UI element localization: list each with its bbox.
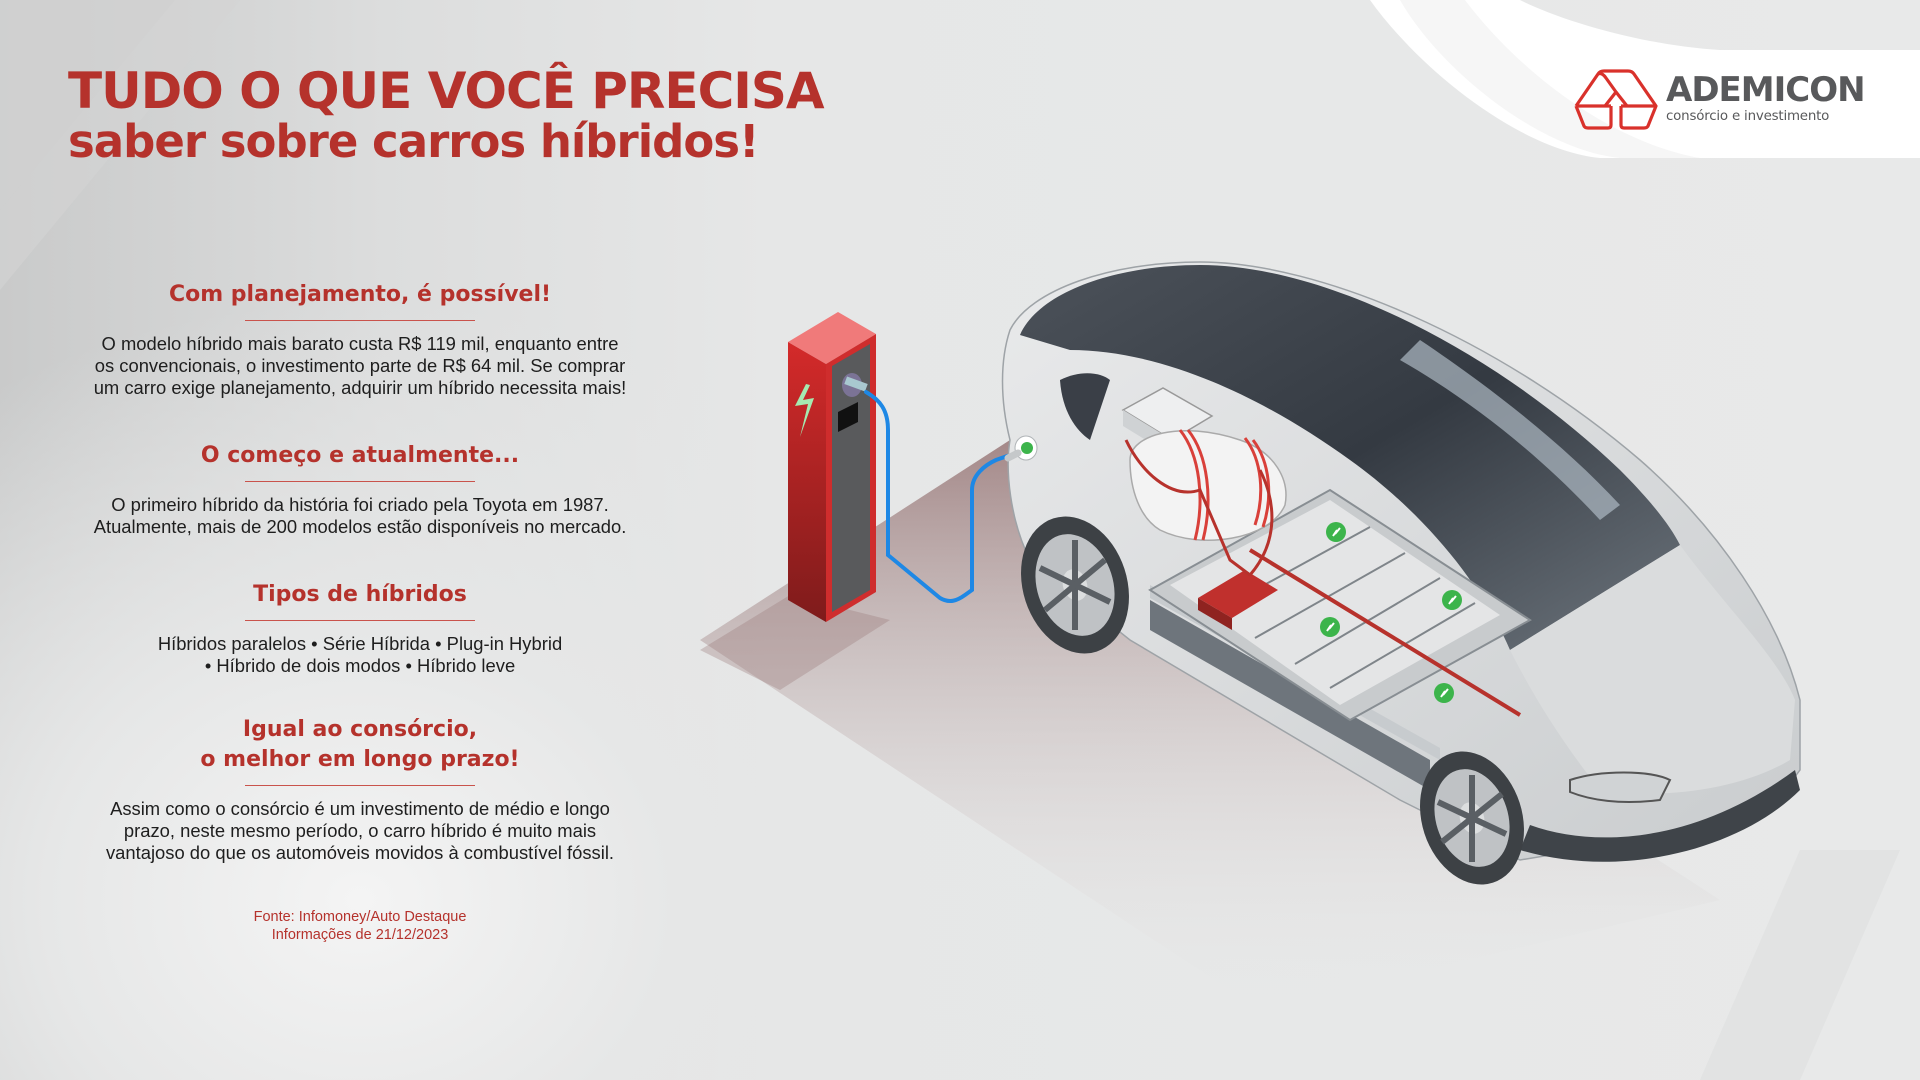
- lightning-badge-icon: [1320, 522, 1462, 703]
- engine: [1121, 387, 1287, 577]
- source-note: Fonte: Infomoney/Auto Destaque Informaçõ…: [40, 908, 680, 944]
- section-divider: [245, 320, 475, 321]
- charging-cable: [864, 390, 1012, 604]
- section-body: Híbridos paralelos • Série Híbrida • Plu…: [40, 633, 680, 677]
- page-title: TUDO O QUE VOCÊ PRECISA saber sobre carr…: [68, 62, 825, 168]
- brand-tagline: consórcio e investimento: [1666, 108, 1830, 124]
- rear-wheel: [1021, 516, 1129, 654]
- info-column: Com planejamento, é possível! O modelo h…: [40, 280, 680, 944]
- section-divider: [245, 620, 475, 621]
- section-divider: [245, 785, 475, 786]
- body-line: Híbridos paralelos • Série Híbrida • Plu…: [157, 633, 563, 654]
- section-planning: Com planejamento, é possível! O modelo h…: [40, 280, 680, 399]
- body-line: os convencionais, o investimento parte d…: [94, 355, 626, 376]
- house-arrow-icon: [1574, 69, 1658, 130]
- car: [1001, 261, 1801, 885]
- charging-station: [788, 312, 876, 622]
- title-line-2: saber sobre carros híbridos!: [68, 115, 760, 168]
- title-line: Igual ao consórcio,: [242, 717, 478, 742]
- battery-pack: [1148, 488, 1532, 722]
- plug-icon: [1004, 435, 1038, 462]
- section-divider: [245, 481, 475, 482]
- body-line: O primeiro híbrido da história foi criad…: [111, 494, 609, 515]
- body-line: vantajoso do que os automóveis movidos à…: [105, 842, 615, 863]
- section-history: O começo e atualmente... O primeiro híbr…: [40, 441, 680, 538]
- section-body: Assim como o consórcio é um investimento…: [40, 798, 680, 864]
- brand-logo: ADEMICON consórcio e investimento: [1572, 68, 1866, 130]
- body-line: Assim como o consórcio é um investimento…: [110, 798, 610, 819]
- section-title: Com planejamento, é possível!: [168, 282, 552, 307]
- section-hybrid-types: Tipos de híbridos Híbridos paralelos • S…: [40, 580, 680, 677]
- section-body: O primeiro híbrido da história foi criad…: [40, 494, 680, 538]
- body-line: • Híbrido de dois modos • Híbrido leve: [204, 655, 516, 676]
- section-title: O começo e atualmente...: [200, 443, 520, 468]
- body-line: Atualmente, mais de 200 modelos estão di…: [93, 516, 627, 537]
- section-title: Tipos de híbridos: [253, 582, 467, 607]
- front-wheel: [1420, 751, 1524, 885]
- body-line: prazo, neste mesmo período, o carro híbr…: [123, 820, 597, 841]
- source-line: Fonte: Infomoney/Auto Destaque: [253, 909, 467, 925]
- body-line: um carro exige planejamento, adquirir um…: [93, 377, 627, 398]
- body-line: O modelo híbrido mais barato custa R$ 11…: [101, 333, 619, 354]
- lightning-bolt-icon: [795, 384, 814, 437]
- title-line: o melhor em longo prazo!: [200, 747, 520, 772]
- date-line: Informações de 21/12/2023: [271, 927, 449, 943]
- brand-name: ADEMICON: [1666, 69, 1866, 110]
- section-body: O modelo híbrido mais barato custa R$ 11…: [40, 333, 680, 399]
- title-line-1: TUDO O QUE VOCÊ PRECISA: [68, 62, 825, 120]
- hybrid-car-illustration: [700, 261, 1801, 1010]
- section-title: Igual ao consórcio, o melhor em longo pr…: [40, 715, 680, 775]
- section-long-term: Igual ao consórcio, o melhor em longo pr…: [40, 715, 680, 864]
- car-roof: [1020, 265, 1680, 650]
